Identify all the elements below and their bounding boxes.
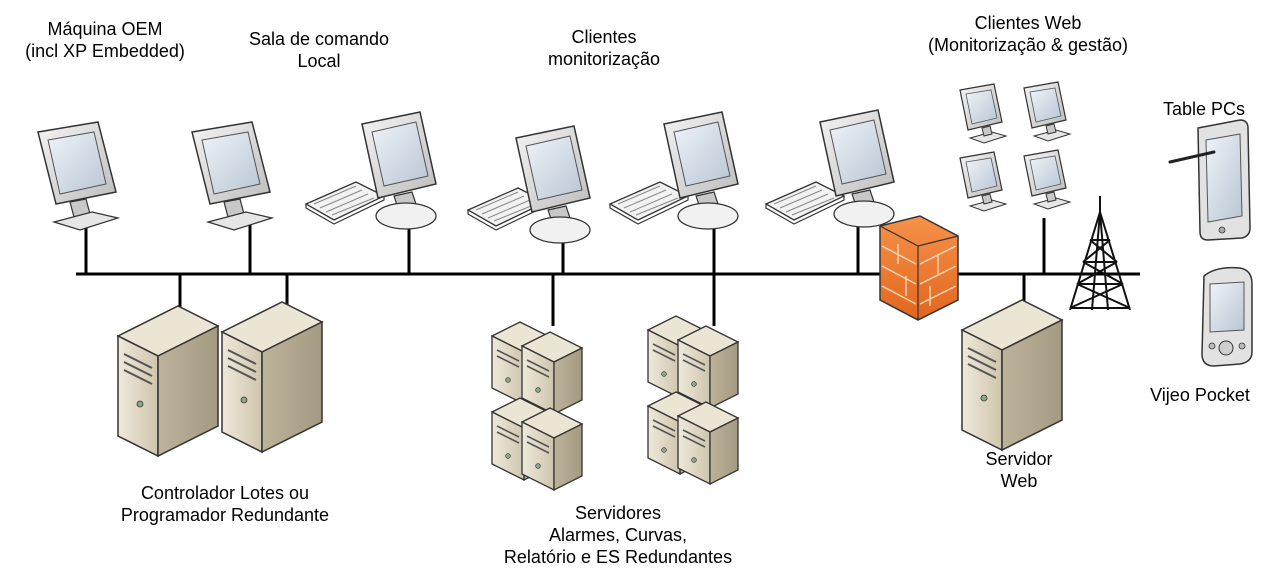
report-io-server-stack xyxy=(647,315,739,485)
redundant-controller-server-icon xyxy=(221,301,323,453)
keyboard-icon xyxy=(765,181,845,225)
label-line: Servidores xyxy=(574,503,662,523)
web-clients-label: Clientes Web (Monitorização & gestão) xyxy=(898,12,1158,56)
label-line: Web xyxy=(1000,471,1038,491)
web-server-icon xyxy=(961,299,1063,451)
firewall-icon xyxy=(879,215,959,321)
web-clients-group xyxy=(959,81,1071,212)
web-client-monitor-icon xyxy=(959,83,1007,144)
monitoring-client-monitor-icon xyxy=(663,111,739,230)
controller-server-icon xyxy=(117,305,219,457)
vijeo-pocket-label: Vijeo Pocket xyxy=(1134,384,1266,406)
keyboard-icon xyxy=(305,181,385,225)
local-command-room-label: Sala de comando Local xyxy=(224,28,414,72)
label-line: Local xyxy=(297,51,341,71)
label-line: Clientes xyxy=(571,27,637,47)
tablet-pc-icon xyxy=(1168,119,1251,241)
web-client-monitor-icon xyxy=(1023,81,1071,142)
alarm-trend-server-stack xyxy=(491,321,583,491)
label-line: Clientes Web xyxy=(974,13,1082,33)
label-line: monitorização xyxy=(547,49,661,69)
label-line: Programador Redundante xyxy=(120,505,330,525)
local-command-room-monitor-icon xyxy=(191,121,273,231)
label-line: Servidor xyxy=(985,449,1053,469)
label-line: Sala de comando xyxy=(248,29,390,49)
local-command-monitor-icon xyxy=(361,111,437,230)
web-client-monitor-icon xyxy=(1023,149,1071,210)
oem-machine-label: Máquina OEM (incl XP Embedded) xyxy=(5,18,205,62)
antenna-tower-icon xyxy=(1069,196,1131,311)
monitoring-clients-label: Clientes monitorização xyxy=(524,26,684,70)
label-line: Vijeo Pocket xyxy=(1150,385,1250,405)
label-line: (incl XP Embedded) xyxy=(25,41,185,61)
monitoring-client-monitor-icon xyxy=(819,109,895,228)
label-line: (Monitorização & gestão) xyxy=(927,35,1129,55)
label-line: Table PCs xyxy=(1162,99,1246,119)
label-line: Relatório e ES Redundantes xyxy=(503,547,733,567)
label-line: Controlador Lotes ou xyxy=(140,483,310,503)
table-pcs-label: Table PCs xyxy=(1146,98,1262,120)
web-client-monitor-icon xyxy=(959,151,1007,212)
monitoring-client-monitor-icon xyxy=(515,125,591,244)
servers-label: Servidores Alarmes, Curvas, Relatório e … xyxy=(468,502,768,568)
web-server-label: Servidor Web xyxy=(954,448,1084,492)
oem-machine-monitor-icon xyxy=(37,121,119,231)
pocket-pc-icon xyxy=(1201,266,1253,367)
keyboard-icon xyxy=(609,181,689,225)
controller-label: Controlador Lotes ou Programador Redunda… xyxy=(100,482,350,526)
label-line: Alarmes, Curvas, xyxy=(548,525,688,545)
label-line: Máquina OEM xyxy=(47,19,163,39)
